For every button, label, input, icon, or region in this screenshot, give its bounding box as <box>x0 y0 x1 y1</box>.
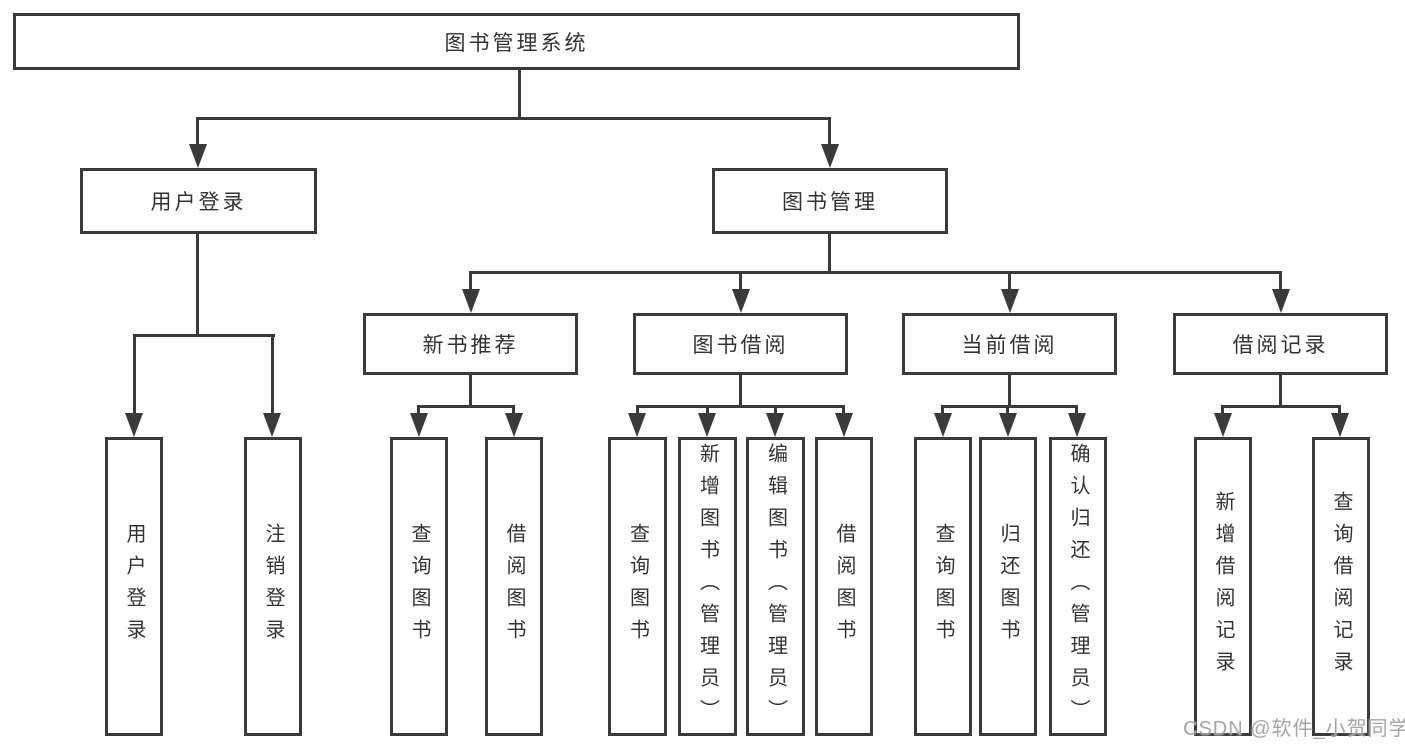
arrow-down-icon <box>263 413 281 437</box>
leaf-rec-query-book: 查询图书 <box>390 437 448 736</box>
connector-stub <box>739 375 742 408</box>
connector-bookmgmt-stub <box>828 234 831 274</box>
leaf-logout-label: 注销登录 <box>262 522 284 651</box>
connector-stem <box>941 405 944 416</box>
node-user-login: 用户登录 <box>80 168 317 234</box>
node-borrowing-records-label: 借阅记录 <box>1232 334 1329 357</box>
node-book-borrowing-label: 图书借阅 <box>692 334 789 357</box>
arrow-down-icon <box>1331 413 1349 437</box>
arrow-down-icon <box>698 413 716 437</box>
connector-stem <box>1279 271 1282 291</box>
arrow-down-icon <box>999 413 1017 437</box>
connector-stem <box>1075 405 1078 416</box>
leaf-cb-return-book-label: 归还图书 <box>997 522 1019 651</box>
connector-stem <box>842 405 845 416</box>
node-current-borrowing-label: 当前借阅 <box>961 334 1058 357</box>
connector-root-hline <box>196 117 831 120</box>
connector-stub <box>1279 375 1282 408</box>
node-book-borrowing: 图书借阅 <box>633 313 848 375</box>
connector-stub <box>1008 375 1011 408</box>
connector-hline <box>941 405 1078 408</box>
connector-hline <box>636 405 845 408</box>
leaf-bb-add-book-admin: 新增图书（管理员） <box>678 437 737 736</box>
leaf-bb-edit-book-admin-label: 编辑图书（管理员） <box>764 442 787 731</box>
leaf-br-query-record-label: 查询借阅记录 <box>1330 490 1352 683</box>
arrow-down-icon <box>835 413 853 437</box>
node-book-management: 图书管理 <box>712 168 948 234</box>
node-current-borrowing: 当前借阅 <box>902 313 1117 375</box>
arrow-down-icon <box>821 144 839 168</box>
leaf-bb-query-book: 查询图书 <box>608 437 667 736</box>
connector-hline <box>1221 405 1341 408</box>
leaf-cb-confirm-return-admin-label: 确认归还（管理员） <box>1067 442 1089 731</box>
leaf-bb-borrow-book-label: 借阅图书 <box>833 522 855 651</box>
leaf-bb-query-book-label: 查询图书 <box>626 522 649 651</box>
connector-stem <box>512 405 515 416</box>
leaf-user-login: 用户登录 <box>105 437 163 736</box>
node-borrowing-records: 借阅记录 <box>1173 313 1388 375</box>
watermark: CSDN @软件_小贺同学 <box>1183 718 1405 740</box>
connector-stem <box>417 405 420 416</box>
leaf-br-query-record: 查询借阅记录 <box>1312 437 1370 736</box>
connector-stem <box>828 117 831 145</box>
leaf-cb-confirm-return-admin: 确认归还（管理员） <box>1049 437 1107 736</box>
leaf-bb-borrow-book: 借阅图书 <box>815 437 873 736</box>
arrow-down-icon <box>462 289 480 313</box>
arrow-down-icon <box>1068 413 1086 437</box>
connector-stub <box>469 375 472 408</box>
arrow-down-icon <box>1272 289 1290 313</box>
connector-userlogin-hline <box>133 334 275 337</box>
leaf-rec-borrow-book: 借阅图书 <box>485 437 543 736</box>
connector-stem <box>636 405 639 416</box>
connector-bookmgmt-hline <box>469 271 1282 274</box>
connector-stem <box>469 271 472 291</box>
arrow-down-icon <box>1214 413 1232 437</box>
leaf-bb-edit-book-admin: 编辑图书（管理员） <box>746 437 805 736</box>
connector-stem <box>1006 405 1009 416</box>
arrow-down-icon <box>1001 289 1019 313</box>
connector-userlogin-stub <box>196 233 199 337</box>
connector-root-stub <box>518 70 521 120</box>
arrow-down-icon <box>628 413 646 437</box>
connector-stem <box>706 405 709 416</box>
arrow-down-icon <box>732 289 750 313</box>
arrow-down-icon <box>189 144 207 168</box>
connector-stem <box>774 405 777 416</box>
node-library-system-label: 图书管理系统 <box>444 31 589 55</box>
node-user-login-label: 用户登录 <box>150 191 247 214</box>
connector-stem <box>196 117 199 145</box>
node-new-book-recommend-label: 新书推荐 <box>422 334 519 357</box>
connector-stem <box>739 271 742 291</box>
connector-hline <box>417 405 515 408</box>
node-library-system: 图书管理系统 <box>13 13 1020 70</box>
connector-stem <box>1008 271 1011 291</box>
node-new-book-recommend: 新书推荐 <box>363 313 578 375</box>
leaf-cb-query-book: 查询图书 <box>914 437 972 736</box>
connector-stem <box>1221 405 1224 416</box>
leaf-rec-borrow-book-label: 借阅图书 <box>503 522 525 651</box>
arrow-down-icon <box>410 413 428 437</box>
leaf-cb-query-book-label: 查询图书 <box>932 522 954 651</box>
arrow-down-icon <box>505 413 523 437</box>
leaf-rec-query-book-label: 查询图书 <box>408 522 430 651</box>
arrow-down-icon <box>934 413 952 437</box>
leaf-bb-add-book-admin-label: 新增图书（管理员） <box>696 442 719 731</box>
leaf-cb-return-book: 归还图书 <box>979 437 1037 736</box>
connector-stem <box>133 334 136 413</box>
leaf-br-add-record: 新增借阅记录 <box>1194 437 1252 736</box>
arrow-down-icon <box>125 413 143 437</box>
arrow-down-icon <box>766 413 784 437</box>
leaf-br-add-record-label: 新增借阅记录 <box>1212 490 1234 683</box>
connector-stem <box>271 334 274 413</box>
leaf-logout: 注销登录 <box>244 437 302 736</box>
node-book-management-label: 图书管理 <box>782 191 878 214</box>
connector-stem <box>1338 405 1341 416</box>
leaf-user-login-label: 用户登录 <box>123 522 145 651</box>
